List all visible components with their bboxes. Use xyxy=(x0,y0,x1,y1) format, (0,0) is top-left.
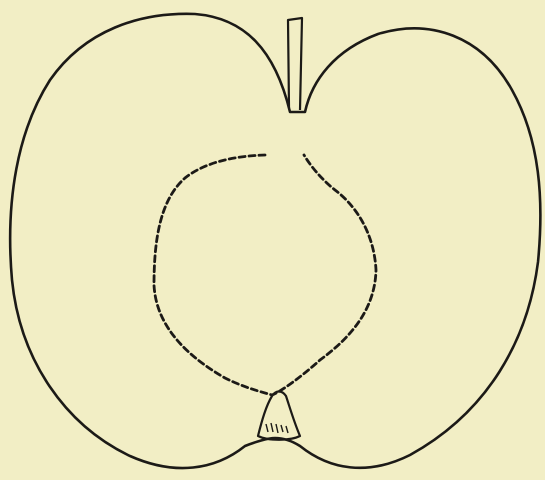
apple-outline xyxy=(10,14,540,468)
calyx-texture xyxy=(266,423,288,433)
calyx xyxy=(258,392,300,440)
core-boundary-dashed xyxy=(154,155,376,395)
stem xyxy=(288,18,302,110)
